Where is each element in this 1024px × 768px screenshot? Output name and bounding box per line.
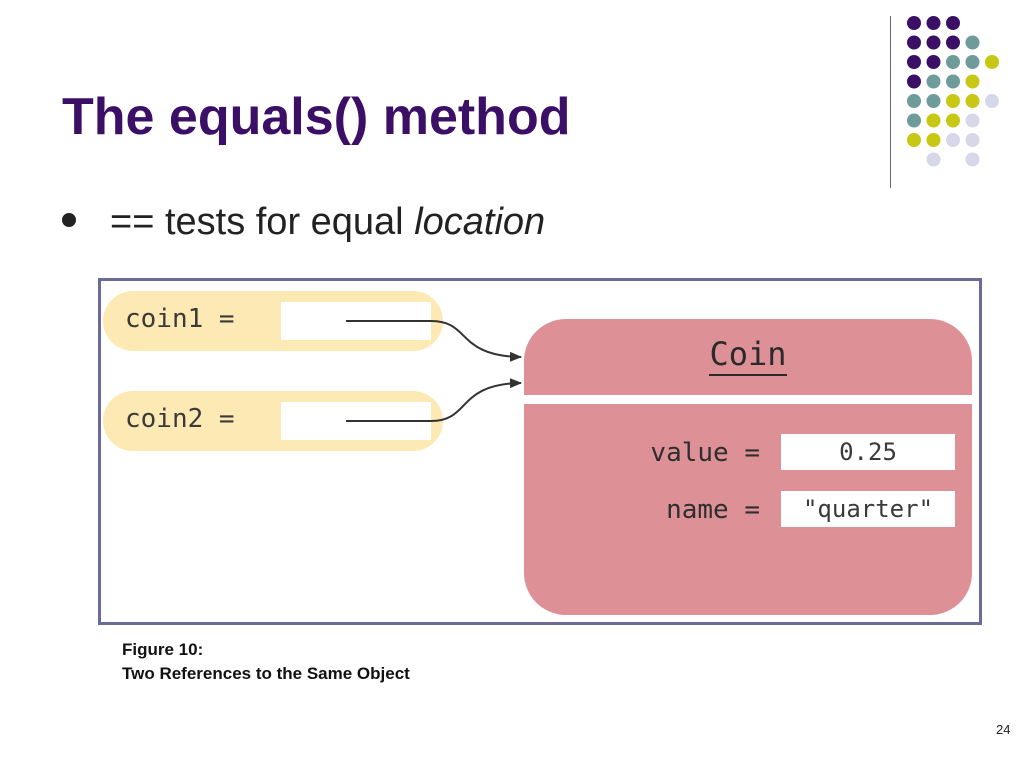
- page-number: 24: [996, 722, 1011, 737]
- field-value-box: 0.25: [781, 434, 955, 470]
- decorative-dot: [985, 55, 999, 69]
- decorative-dot: [946, 16, 960, 30]
- decorative-dot: [926, 74, 941, 89]
- decorative-dot: [965, 152, 980, 167]
- decorative-dot: [946, 113, 960, 128]
- decorative-dot: [907, 94, 921, 108]
- decorative-dot: [926, 113, 941, 128]
- decorative-dot: [965, 55, 980, 69]
- field-label-name: name =: [666, 495, 760, 525]
- variable-label: coin1 =: [125, 304, 235, 334]
- decorative-dot: [965, 74, 980, 89]
- caption-line-1: Figure 10:: [122, 640, 204, 659]
- decorative-dot: [946, 55, 960, 69]
- figure-frame: coin1 = coin2 = Coin value = 0.25 name =…: [98, 278, 982, 625]
- decorative-dot: [926, 16, 941, 30]
- field-name-box: "quarter": [781, 491, 955, 527]
- decorative-divider: [890, 16, 891, 188]
- decorative-dot: [985, 94, 999, 108]
- decorative-dot: [926, 35, 941, 50]
- variable-label: coin2 =: [125, 404, 235, 434]
- decorative-dot: [907, 74, 921, 89]
- figure-caption: Figure 10: Two References to the Same Ob…: [122, 638, 410, 686]
- decorative-dot-grid: [907, 16, 999, 167]
- decorative-dot: [965, 35, 980, 50]
- decorative-dot: [907, 55, 921, 69]
- field-label-value: value =: [650, 438, 760, 468]
- decorative-dot: [965, 133, 980, 147]
- decorative-dot: [926, 55, 941, 69]
- arrow-coin2: [346, 378, 522, 422]
- object-divider: [524, 395, 972, 404]
- bullet-text: == tests for equal: [110, 201, 415, 243]
- bullet-emphasis: location: [414, 201, 546, 243]
- decorative-dot: [965, 94, 980, 108]
- decorative-dot: [965, 113, 980, 128]
- caption-line-2: Two References to the Same Object: [122, 664, 410, 683]
- reference-arrows: [346, 320, 522, 422]
- decorative-dot: [907, 16, 921, 30]
- decorative-dot: [946, 35, 960, 50]
- bullet-icon: [62, 212, 76, 227]
- arrow-coin1: [346, 320, 522, 362]
- decorative-dot: [946, 94, 960, 108]
- decorative-dot: [926, 152, 941, 167]
- decorative-dot: [946, 74, 960, 89]
- decorative-dot: [946, 133, 960, 147]
- object-class-name: Coin: [524, 335, 972, 376]
- decorative-dot: [926, 94, 941, 108]
- decorative-dot: [907, 113, 921, 128]
- decorative-dot: [907, 35, 921, 50]
- slide-title: The equals() method: [62, 88, 571, 146]
- decorative-dot: [907, 133, 921, 147]
- coin-object: Coin value = 0.25 name = "quarter": [524, 319, 972, 615]
- decorative-dot: [926, 133, 941, 147]
- bullet-item: == tests for equal location: [62, 200, 545, 246]
